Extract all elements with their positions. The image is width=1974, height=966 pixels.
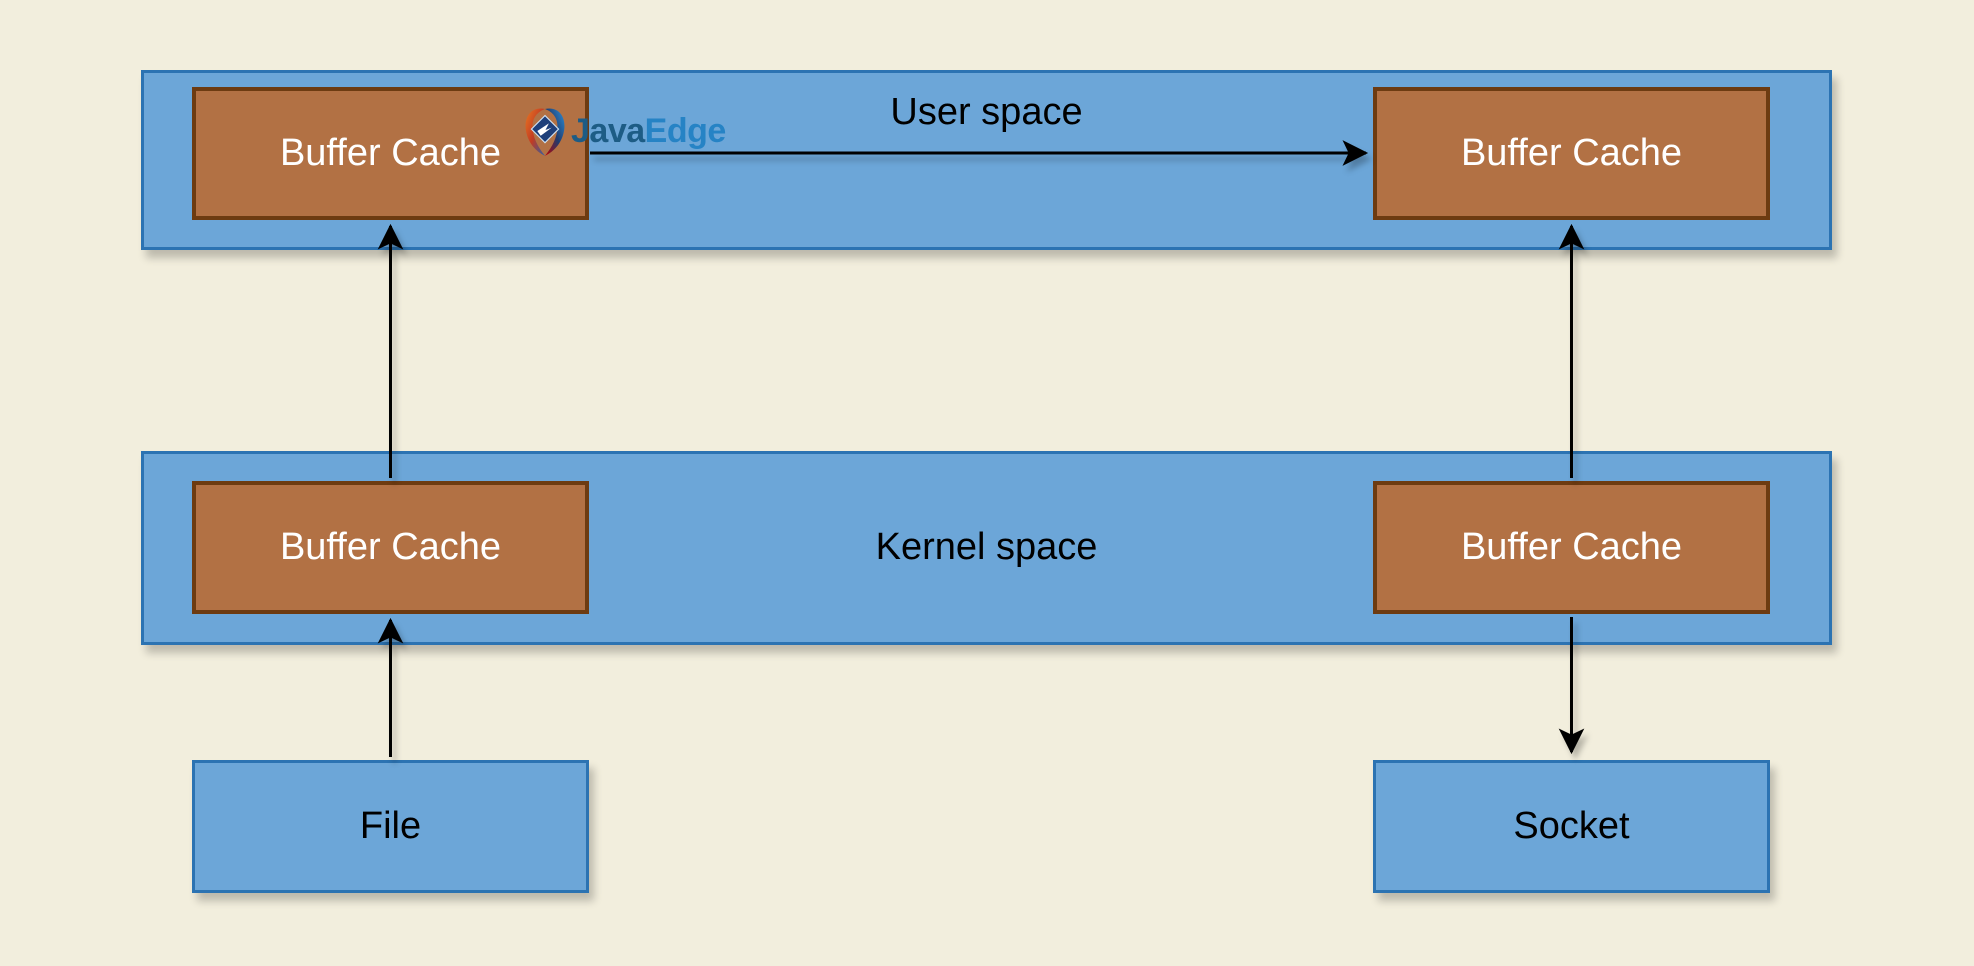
socket-box: Socket: [1373, 760, 1770, 893]
buffer-cache-user-right: Buffer Cache: [1373, 87, 1770, 220]
javaedge-logo-text-java: Java: [571, 111, 645, 150]
kernel-space-label: Kernel space: [875, 526, 1098, 568]
javaedge-logo-text: JavaEdge: [571, 112, 726, 151]
javaedge-logo: JavaEdge: [522, 103, 726, 159]
buffer-cache-kernel-right: Buffer Cache: [1373, 481, 1770, 614]
javaedge-logo-icon: [525, 108, 565, 156]
javaedge-logo-text-edge: Edge: [644, 111, 727, 150]
file-box: File: [192, 760, 589, 893]
user-space-label: User space: [890, 91, 1083, 133]
buffer-cache-kernel-left: Buffer Cache: [192, 481, 589, 614]
buffer-cache-user-left: Buffer Cache: [192, 87, 589, 220]
